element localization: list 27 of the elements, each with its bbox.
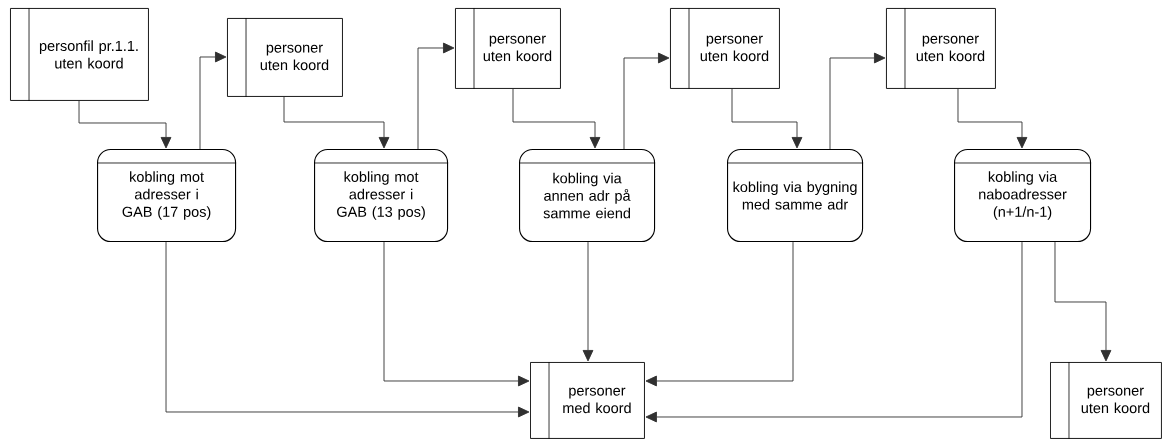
arrow xyxy=(512,88,601,149)
process-box: kobling via annen adr på samme eiend xyxy=(518,149,656,243)
arrow xyxy=(957,88,1028,149)
data-store-box: personer med koord xyxy=(530,361,645,439)
data-store-box: personer uten koord xyxy=(1050,361,1162,439)
arrow xyxy=(199,51,227,150)
arrow xyxy=(645,241,1023,423)
arrow xyxy=(283,96,390,149)
arrow xyxy=(645,241,794,387)
data-store-box: personer uten koord xyxy=(886,7,996,90)
data-store-box: personer uten koord xyxy=(227,17,343,98)
arrow xyxy=(78,100,172,149)
arrow xyxy=(731,88,803,149)
process-box: kobling via bygning med samme adr xyxy=(726,149,864,243)
arrow xyxy=(829,52,886,150)
arrow xyxy=(417,42,455,150)
process-box: kobling mot adresser i GAB (17 pos) xyxy=(96,149,237,243)
data-store-box: personer uten koord xyxy=(455,7,561,90)
arrow xyxy=(383,241,530,387)
process-box: kobling via naboadresser (n+1/n-1) xyxy=(953,149,1092,243)
arrow xyxy=(165,241,530,418)
arrow xyxy=(623,52,670,150)
arrow xyxy=(1054,241,1112,362)
arrow xyxy=(582,241,594,362)
data-store-box: personer uten koord xyxy=(670,7,780,90)
process-box: kobling mot adresser i GAB (13 pos) xyxy=(313,149,449,243)
data-store-box: personfil pr.1.1. uten koord xyxy=(10,7,149,102)
